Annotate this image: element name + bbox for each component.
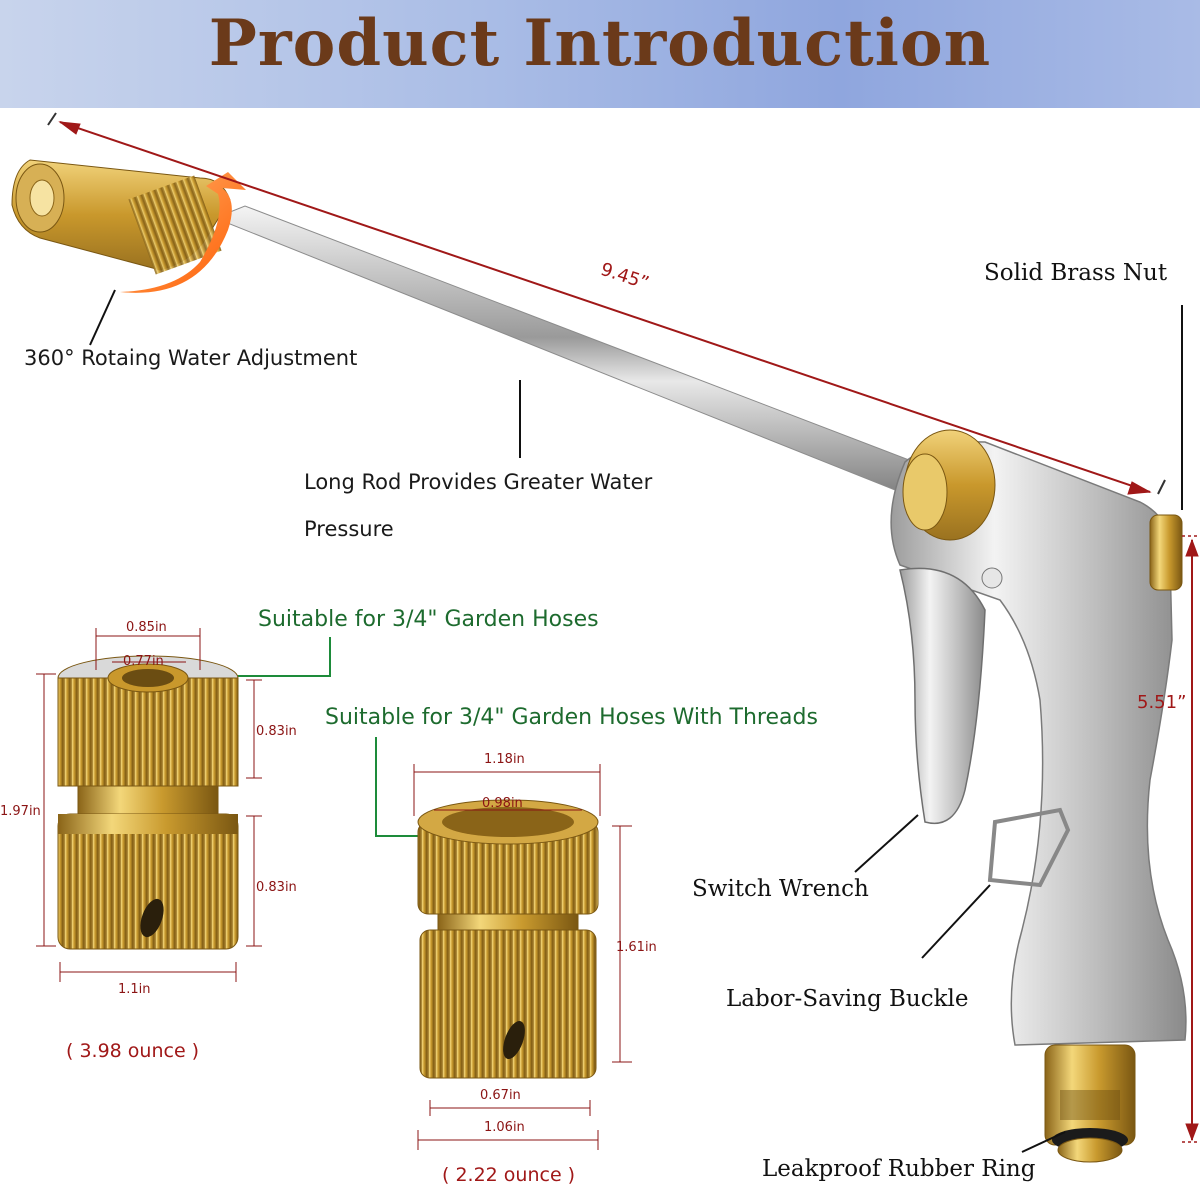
label-solid-brass-nut: Solid Brass Nut bbox=[984, 260, 1168, 286]
c2-weight: ( 2.22 ounce ) bbox=[442, 1164, 576, 1186]
gun-dimensions bbox=[47, 112, 1200, 1143]
label-leakproof-rubber-ring: Leakproof Rubber Ring bbox=[762, 1156, 1036, 1182]
brass-nozzle bbox=[11, 159, 231, 275]
c1-outer-diameter: 0.85in bbox=[126, 620, 167, 635]
header-banner bbox=[0, 0, 1200, 108]
switch-wrench-lever bbox=[899, 567, 986, 824]
c2-width: 1.06in bbox=[484, 1120, 525, 1135]
connector-1 bbox=[57, 655, 239, 950]
c1-width: 1.1in bbox=[118, 982, 151, 997]
connector-2 bbox=[417, 799, 599, 1079]
gun-height-dimension: 5.51” bbox=[1137, 692, 1187, 713]
page-title: Product Introduction bbox=[208, 6, 992, 81]
connector-1-dimensions bbox=[36, 628, 262, 982]
label-labor-saving-buckle: Labor-Saving Buckle bbox=[726, 986, 969, 1012]
connector-2-dimensions bbox=[413, 764, 632, 1150]
label-rotating-adjustment: 360° Rotaing Water Adjustment bbox=[24, 346, 358, 370]
label-long-rod-line2: Pressure bbox=[304, 517, 394, 541]
label-suitable-hoses-threads: Suitable for 3/4" Garden Hoses With Thre… bbox=[325, 705, 818, 730]
label-switch-wrench: Switch Wrench bbox=[692, 876, 869, 902]
solid-brass-nut bbox=[1149, 514, 1183, 591]
c1-top-height: 0.83in bbox=[256, 724, 297, 739]
c1-bottom-height: 0.83in bbox=[256, 880, 297, 895]
c2-total-height: 1.61in bbox=[616, 940, 657, 955]
spray-gun bbox=[11, 159, 1187, 1163]
c2-top-diameter: 1.18in bbox=[484, 752, 525, 767]
c1-inner-diameter: 0.77in bbox=[123, 654, 164, 669]
label-long-rod-line1: Long Rod Provides Greater Water bbox=[304, 470, 653, 494]
label-suitable-hoses: Suitable for 3/4" Garden Hoses bbox=[258, 607, 599, 632]
c2-inner-diameter: 0.98in bbox=[482, 796, 523, 811]
labor-saving-buckle bbox=[987, 807, 1071, 888]
c2-slot-width: 0.67in bbox=[480, 1088, 521, 1103]
rotation-arrow-icon bbox=[120, 172, 246, 293]
c1-weight: ( 3.98 ounce ) bbox=[66, 1040, 200, 1062]
c1-total-height: 1.97in bbox=[0, 804, 41, 819]
leader-lines bbox=[89, 289, 1183, 1153]
